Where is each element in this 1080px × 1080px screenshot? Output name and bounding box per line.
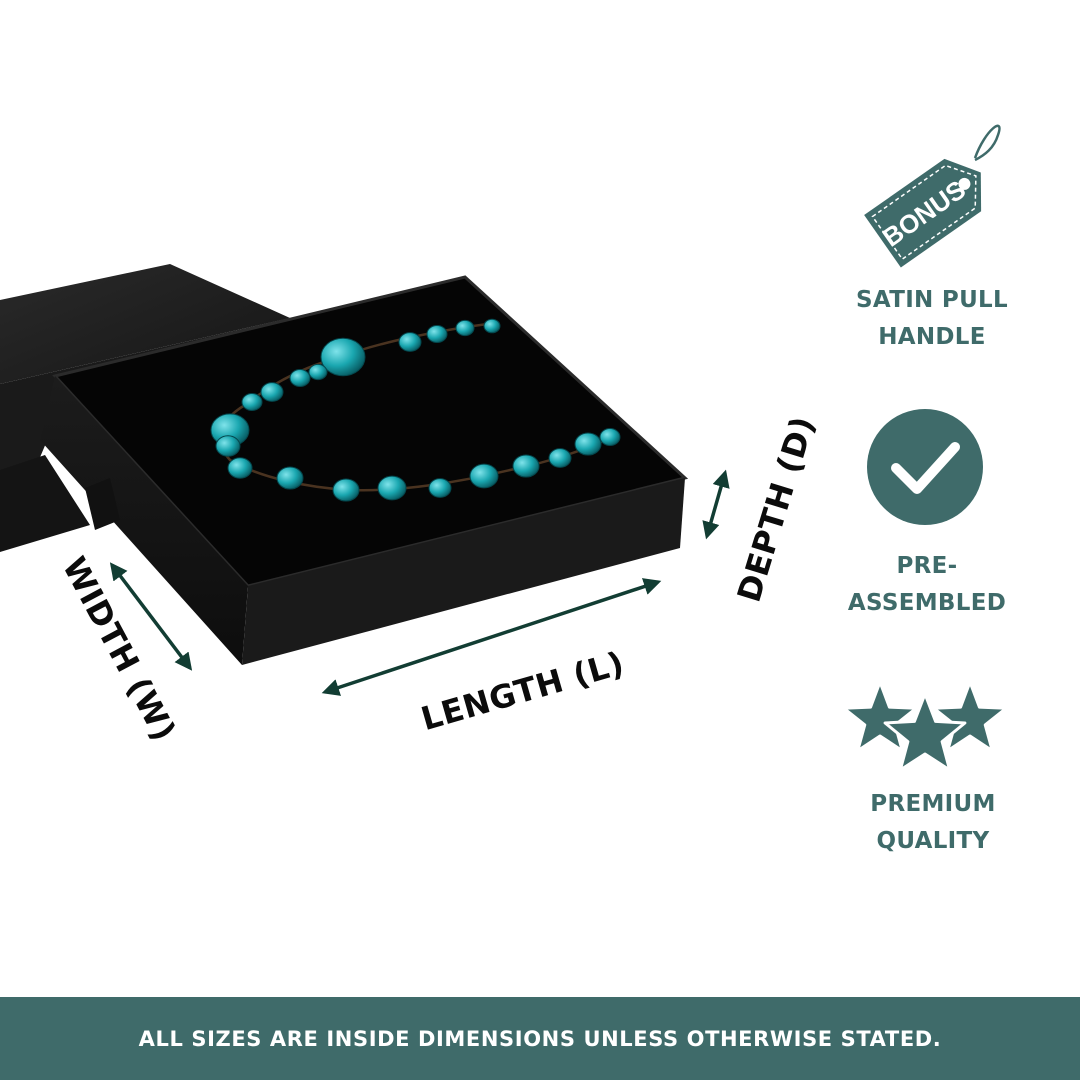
bead [215, 435, 241, 457]
bead [574, 432, 602, 456]
bead [289, 369, 311, 387]
feature-line: HANDLE [878, 324, 986, 350]
bead [483, 318, 501, 334]
feature-line: PRE- [896, 553, 958, 579]
bead [455, 319, 475, 337]
width-arrow [109, 562, 193, 671]
box-tray [40, 275, 689, 665]
bead [599, 428, 621, 446]
check-circle-icon [867, 409, 983, 525]
footer-note: ALL SIZES ARE INSIDE DIMENSIONS UNLESS O… [138, 1026, 942, 1051]
bead [398, 332, 422, 352]
feature-line: PREMIUM [870, 791, 996, 817]
feature-satin-pull-handle: SATIN PULL HANDLE [802, 282, 1062, 356]
bead [512, 454, 540, 478]
feature-line: ASSEMBLED [847, 590, 1007, 616]
bead [308, 363, 328, 381]
bead [548, 448, 572, 468]
length-arrow [321, 578, 662, 696]
footer-bar: ALL SIZES ARE INSIDE DIMENSIONS UNLESS O… [0, 997, 1080, 1080]
bead [332, 478, 360, 502]
feature-line: QUALITY [876, 828, 990, 854]
feature-pre-assembled: PRE- ASSEMBLED [797, 548, 1057, 622]
feature-premium-quality: PREMIUM QUALITY [803, 786, 1063, 860]
bead [377, 475, 407, 501]
depth-arrow [702, 469, 730, 540]
bead [241, 393, 263, 411]
bead [469, 463, 499, 489]
bead [428, 478, 452, 498]
bead [320, 337, 366, 377]
bead [426, 325, 448, 343]
bead [276, 466, 304, 490]
feature-line: SATIN PULL [856, 287, 1008, 313]
bonus-tag-icon: BONUS [864, 124, 1001, 268]
bead-bracelet [210, 318, 621, 502]
bead [227, 457, 253, 479]
bead [260, 382, 284, 402]
three-stars-icon [842, 680, 1008, 772]
